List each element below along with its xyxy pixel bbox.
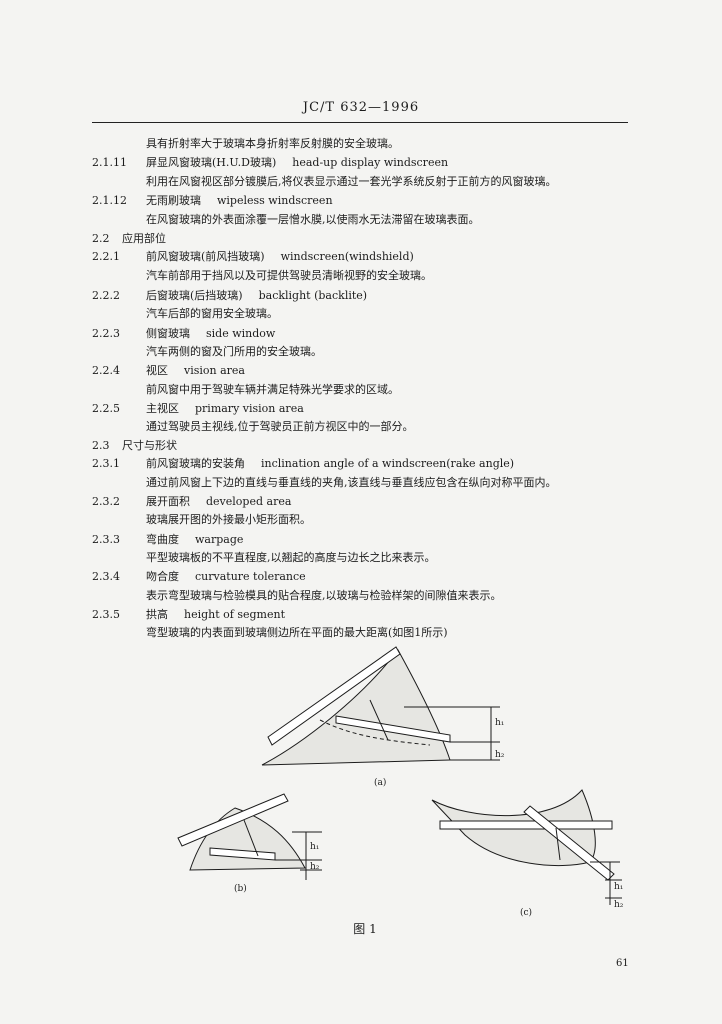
clause-title-zh: 无雨刷玻璃 xyxy=(146,194,201,207)
text-line: 通过前风窗上下边的直线与垂直线的夹角,该直线与垂直线应包含在纵向对称平面内。 xyxy=(146,476,557,489)
clause-title: 视区 vision area xyxy=(146,363,245,379)
glass-edge-a xyxy=(261,759,451,766)
clause-number: 2.3.3 xyxy=(92,533,120,546)
clause-title-zh: 视区 xyxy=(146,364,168,377)
clause-number: 2.3.5 xyxy=(92,608,120,621)
clause-number: 2.2.4 xyxy=(92,364,120,377)
clause-title: 前风窗玻璃(前风挡玻璃) windscreen(windshield) xyxy=(146,249,414,265)
support-c xyxy=(555,827,561,861)
clause-title-zh: 侧窗玻璃 xyxy=(146,327,190,340)
figure-caption: 图 1 xyxy=(353,922,377,936)
clause-title-zh: 展开面积 xyxy=(146,495,190,508)
clause-number: 2.2.1 xyxy=(92,250,120,263)
label-h2-a: h₂ xyxy=(495,750,505,760)
clause-number: 2.2.2 xyxy=(92,289,120,302)
clause-title-en: backlight (backlite) xyxy=(258,289,368,302)
clause-title-zh: 拱高 xyxy=(146,608,168,621)
clause-title-en: inclination angle of a windscreen(rake a… xyxy=(261,457,515,470)
clause-title-en: height of segment xyxy=(184,608,285,621)
text-line: 玻璃展开图的外接最小矩形面积。 xyxy=(146,513,311,526)
label-b: (b) xyxy=(234,884,247,894)
clause-title: 拱高 height of segment xyxy=(146,607,285,623)
clause-number: 2.3.4 xyxy=(92,570,120,583)
page-number: 61 xyxy=(616,958,629,969)
label-h2-b: h₂ xyxy=(310,862,320,872)
text-line: 在风窗玻璃的外表面涂覆一层憎水膜,以使雨水无法滞留在玻璃表面。 xyxy=(146,213,480,226)
text-line: 前风窗中用于驾驶车辆并满足特殊光学要求的区域。 xyxy=(146,383,399,396)
top-bar-b xyxy=(177,793,289,847)
figure-b xyxy=(177,793,322,880)
text-line: 表示弯型玻璃与检验模具的贴合程度,以玻璃与检验样架的间隙值来表示。 xyxy=(146,589,502,602)
label-h1-a: h₁ xyxy=(495,718,505,728)
text-line: 利用在风窗视区部分镀膜后,将仪表显示通过一套光学系统反射于正前方的风窗玻璃。 xyxy=(146,175,557,188)
top-bar-c xyxy=(439,820,613,830)
label-c: (c) xyxy=(520,908,533,918)
figure-c xyxy=(431,789,622,905)
clause-number: 2.2.5 xyxy=(92,402,120,415)
support-a xyxy=(369,699,389,741)
clause-title: 屏显风窗玻璃(H.U.D玻璃) head-up display windscree… xyxy=(146,155,448,171)
clause-title-zh: 前风窗玻璃(前风挡玻璃) xyxy=(146,250,265,263)
clause-title-en: curvature tolerance xyxy=(195,570,306,583)
figure-a xyxy=(261,646,500,766)
section-number: 2.3 xyxy=(92,439,110,452)
clause-title-zh: 屏显风窗玻璃(H.U.D玻璃) xyxy=(146,156,277,169)
clause-title: 主视区 primary vision area xyxy=(146,401,304,417)
text-line: 汽车前部用于挡风以及可提供驾驶员清晰视野的安全玻璃。 xyxy=(146,269,432,282)
header-rule xyxy=(92,122,628,123)
clause-title: 吻合度 curvature tolerance xyxy=(146,569,306,585)
clause-title-en: developed area xyxy=(206,495,292,508)
clause-title: 后窗玻璃(后挡玻璃) backlight (backlite) xyxy=(146,288,367,304)
label-h1-c: h₁ xyxy=(614,882,624,892)
text-line: 具有折射率大于玻璃本身折射率反射膜的安全玻璃。 xyxy=(146,137,399,150)
section-title: 尺寸与形状 xyxy=(122,439,177,452)
clause-title-en: head-up display windscreen xyxy=(292,156,449,169)
text-line: 汽车后部的窗用安全玻璃。 xyxy=(146,307,278,320)
clause-title-en: side window xyxy=(206,327,276,340)
clause-title: 弯曲度 warpage xyxy=(146,532,243,548)
clause-title-zh: 主视区 xyxy=(146,402,179,415)
clause-number: 2.2.3 xyxy=(92,327,120,340)
clause-title: 侧窗玻璃 side window xyxy=(146,326,275,342)
clause-number: 2.1.11 xyxy=(92,156,127,169)
clause-number: 2.3.2 xyxy=(92,495,120,508)
clause-title-en: warpage xyxy=(195,533,244,546)
text-line: 弯型玻璃的内表面到玻璃侧边所在平面的最大距离(如图1所示) xyxy=(146,626,448,639)
clause-title: 无雨刷玻璃 wipeless windscreen xyxy=(146,193,333,209)
support-b xyxy=(243,819,259,857)
clause-title-en: vision area xyxy=(184,364,245,377)
clause-number: 2.1.12 xyxy=(92,194,127,207)
text-line: 通过驾驶员主视线,位于驾驶员正前方视区中的一部分。 xyxy=(146,420,414,433)
clause-title-en: wipeless windscreen xyxy=(217,194,333,207)
section-number: 2.2 xyxy=(92,232,110,245)
clause-title: 展开面积 developed area xyxy=(146,494,291,510)
glass-inner-a xyxy=(319,719,431,746)
clause-number: 2.3.1 xyxy=(92,457,120,470)
clause-title-en: windscreen(windshield) xyxy=(280,250,414,263)
text-line: 平型玻璃板的不平直程度,以翘起的高度与边长之比来表示。 xyxy=(146,551,436,564)
label-h1-b: h₁ xyxy=(310,842,320,852)
clause-title-zh: 弯曲度 xyxy=(146,533,179,546)
label-h2-c: h₂ xyxy=(614,900,624,910)
clause-title: 前风窗玻璃的安装角 inclination angle of a windscre… xyxy=(146,456,514,472)
label-a: (a) xyxy=(374,778,387,788)
standard-code-header: JC/T 632—1996 xyxy=(302,100,420,115)
clause-title-zh: 后窗玻璃(后挡玻璃) xyxy=(146,289,243,302)
section-title: 应用部位 xyxy=(122,232,166,245)
top-bar-a xyxy=(267,646,401,746)
clause-title-zh: 前风窗玻璃的安装角 xyxy=(146,457,245,470)
text-line: 汽车两侧的窗及门所用的安全玻璃。 xyxy=(146,345,322,358)
clause-title-en: primary vision area xyxy=(195,402,304,415)
clause-title-zh: 吻合度 xyxy=(146,570,179,583)
